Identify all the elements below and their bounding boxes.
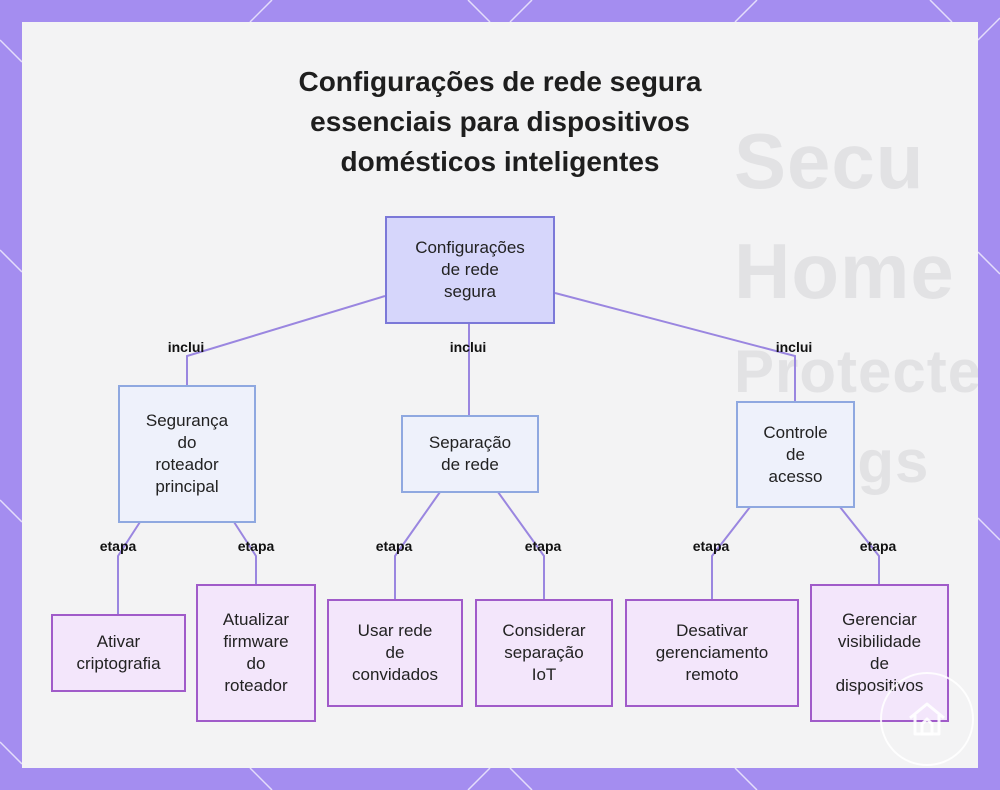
node-label: Controle de acesso — [763, 422, 828, 486]
edge-root-router — [186, 295, 386, 385]
edge-router-encrypt — [117, 521, 141, 614]
node-enable-encryption: Ativar criptografia — [51, 614, 186, 692]
background-watermark-text: Secu — [734, 117, 925, 205]
background-watermark-text: Home — [734, 227, 955, 315]
edge-separation-guest — [394, 491, 441, 599]
node-access-control: Controle de acesso — [736, 401, 855, 508]
edge-label-includes: inclui — [449, 339, 487, 355]
node-label: Ativar criptografia — [76, 632, 161, 673]
node-network-separation: Separação de rede — [401, 415, 539, 493]
node-label: Considerar separação IoT — [502, 621, 586, 684]
edge-label-step: etapa — [859, 538, 897, 554]
node-root: Configurações de rede segura — [385, 216, 555, 324]
edge-label-step: etapa — [375, 538, 413, 554]
node-label: Usar rede de convidados — [351, 621, 438, 684]
node-label: Atualizar firmware do roteador — [222, 610, 290, 695]
edge-router-firmware — [233, 521, 257, 584]
node-label: Desativar gerenciamento remoto — [655, 621, 769, 684]
edge-label-step: etapa — [99, 538, 137, 554]
edge-access-remote — [711, 506, 751, 599]
node-label: Segurança do roteador principal — [145, 411, 229, 496]
node-guest-network: Usar rede de convidados — [327, 599, 463, 707]
edge-access-visibility — [839, 506, 880, 584]
title-line: domésticos inteligentes — [340, 146, 660, 177]
edge-root-access — [554, 292, 796, 401]
node-router-security: Segurança do roteador principal — [118, 385, 256, 523]
diagram-title: Configurações de rede segura essenciais … — [230, 62, 770, 182]
node-iot-separation: Considerar separação IoT — [475, 599, 613, 707]
edge-separation-iot — [497, 491, 545, 599]
home-logo-icon — [880, 672, 974, 766]
node-update-firmware: Atualizar firmware do roteador — [196, 584, 316, 722]
edge-label-step: etapa — [237, 538, 275, 554]
title-line: essenciais para dispositivos — [310, 106, 690, 137]
edge-label-includes: inclui — [775, 339, 813, 355]
node-label: Separação de rede — [428, 433, 512, 474]
edge-label-includes: inclui — [167, 339, 205, 355]
edge-label-step: etapa — [524, 538, 562, 554]
node-disable-remote-management: Desativar gerenciamento remoto — [625, 599, 799, 707]
edge-label-step: etapa — [692, 538, 730, 554]
title-line: Configurações de rede segura — [298, 66, 702, 97]
node-label: Configurações de rede segura — [415, 238, 525, 301]
